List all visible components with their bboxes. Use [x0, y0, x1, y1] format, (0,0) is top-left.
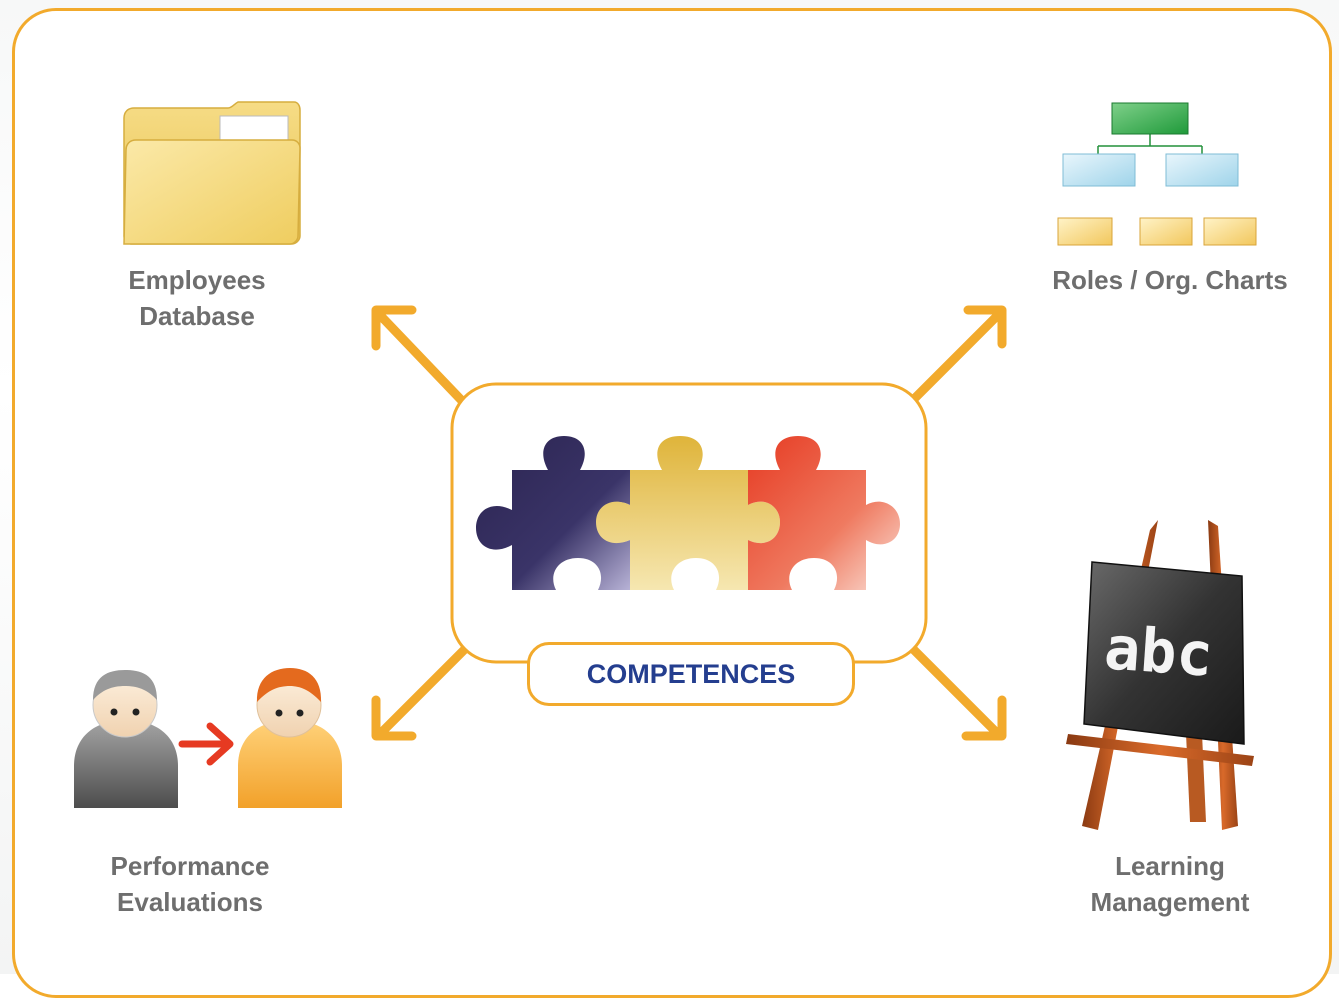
- module-label-learning-management: Learning Management: [1060, 848, 1280, 920]
- label-line: Employees: [128, 265, 266, 295]
- easel-icon: abc: [1066, 520, 1254, 830]
- label-line: Evaluations: [117, 887, 263, 917]
- diagram-art: abc: [74, 101, 1257, 830]
- arrow-up-left: [371, 305, 471, 410]
- puzzle-piece-red: [748, 436, 900, 590]
- arrow-down-right: [907, 643, 1007, 741]
- label-line: Roles / Org. Charts: [1052, 265, 1288, 295]
- competences-label: COMPETENCES: [527, 642, 855, 706]
- module-label-roles-org-charts: Roles / Org. Charts: [1025, 262, 1315, 298]
- org-chart-icon: [1057, 102, 1257, 246]
- puzzle-piece-yellow: [596, 436, 780, 590]
- label-line: Learning: [1115, 851, 1225, 881]
- transfer-arrow-icon: [178, 722, 234, 766]
- module-label-employees-database: Employees Database: [97, 262, 297, 334]
- label-line: Management: [1090, 887, 1250, 917]
- puzzle-pieces-icon: [476, 436, 900, 590]
- module-label-performance-evaluations: Performance Evaluations: [80, 848, 300, 920]
- label-line: Performance: [110, 851, 270, 881]
- people-transfer-icon: [74, 668, 342, 808]
- label-line: Database: [139, 301, 255, 331]
- easel-board-text: abc: [1102, 613, 1215, 690]
- arrow-up-right: [903, 305, 1007, 410]
- puzzle-piece-purple: [476, 436, 630, 590]
- folder-icon: [123, 101, 301, 245]
- arrows: [371, 305, 1007, 741]
- arrow-down-left: [371, 643, 471, 741]
